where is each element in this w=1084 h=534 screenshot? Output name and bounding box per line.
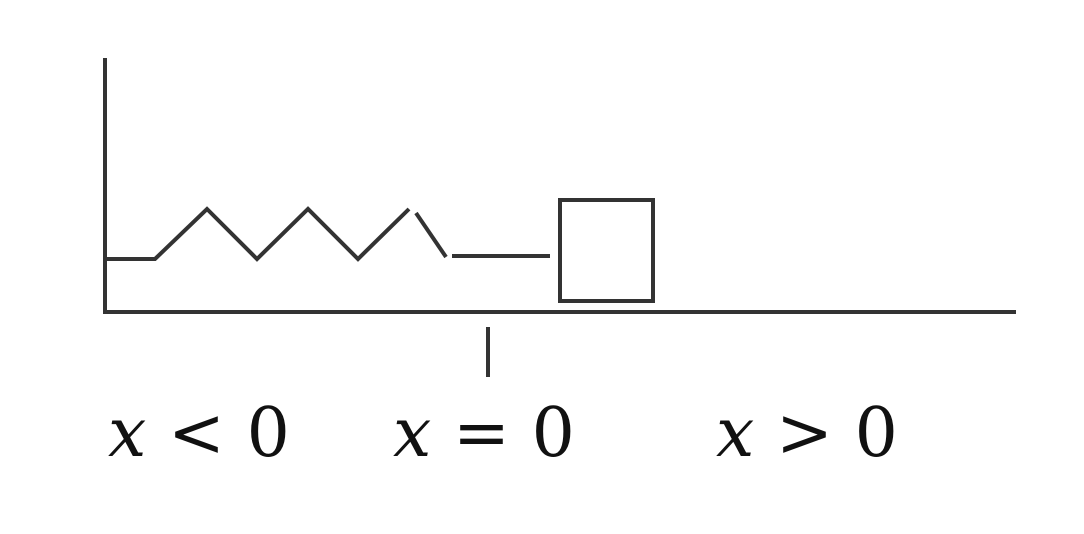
label-x-less-than-zero: x < 0 [108, 400, 290, 468]
label-relation: > [775, 394, 833, 473]
label-x-equals-zero: x = 0 [393, 400, 575, 468]
label-value: 0 [531, 394, 575, 473]
spring [105, 206, 411, 262]
label-x-greater-than-zero: x > 0 [716, 400, 898, 468]
mass-block [558, 198, 655, 303]
label-relation: < [167, 394, 225, 473]
label-relation: = [452, 394, 510, 473]
spring-end [414, 211, 448, 259]
label-variable: x [393, 394, 432, 473]
label-value: 0 [854, 394, 898, 473]
label-variable: x [716, 394, 755, 473]
label-value: 0 [246, 394, 290, 473]
label-variable: x [108, 394, 147, 473]
